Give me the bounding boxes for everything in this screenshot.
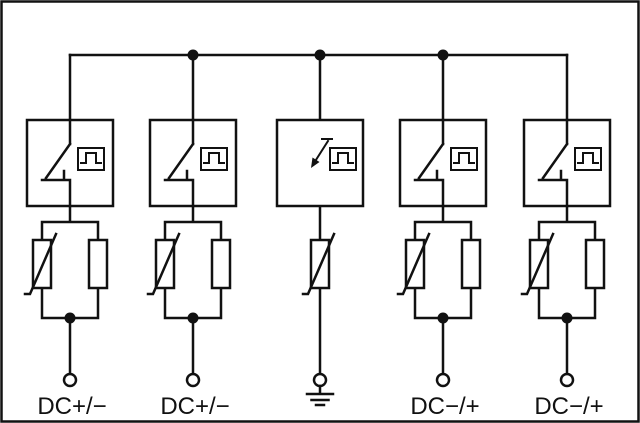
wire-path [40,53,100,376]
terminal-label-1: DC+/− [37,393,106,420]
varistor-icon [301,232,336,296]
junction-dot [561,312,573,324]
thermal-disconnect-switch-icon [163,118,195,208]
earth-ground-icon [305,384,335,407]
junction-dot [187,312,199,324]
spd-branch-3 [275,53,365,407]
varistor-icon [23,232,58,296]
terminal-circle [312,372,328,388]
terminal-circle [62,372,78,388]
trigger-device-icon [311,138,333,168]
thermal-disconnect-switch-icon [537,118,569,208]
spd-branch-1 [23,53,115,388]
junction-dot [64,312,76,324]
status-indicator-icon [329,147,357,171]
thermal-disconnect-switch-icon [413,118,445,208]
spd-branch-4 [396,53,488,388]
terminal-label-4: DC−/+ [410,393,479,420]
thermal-disconnect-switch-icon [40,118,72,208]
spd-branch-5 [520,53,612,388]
status-indicator-icon [77,147,105,171]
terminal-labels: DC+/− DC+/− DC−/+ DC−/+ [37,393,603,420]
status-indicator-icon [450,147,478,171]
fuse-icon [460,238,482,290]
terminal-circle [559,372,575,388]
varistor-icon [396,232,431,296]
wire-path [537,53,597,376]
terminal-circle [185,372,201,388]
fuse-icon [87,238,109,290]
terminal-label-5: DC−/+ [534,393,603,420]
junction-dot [437,312,449,324]
spd-branch-2 [146,53,238,388]
wire-path [163,53,223,376]
terminal-circle [435,372,451,388]
status-indicator-icon [200,147,228,171]
fuse-icon [584,238,606,290]
fuse-icon [210,238,232,290]
varistor-icon [520,232,555,296]
wire-path [413,53,473,376]
varistor-icon [146,232,181,296]
terminal-label-2: DC+/− [160,393,229,420]
status-indicator-icon [574,147,602,171]
